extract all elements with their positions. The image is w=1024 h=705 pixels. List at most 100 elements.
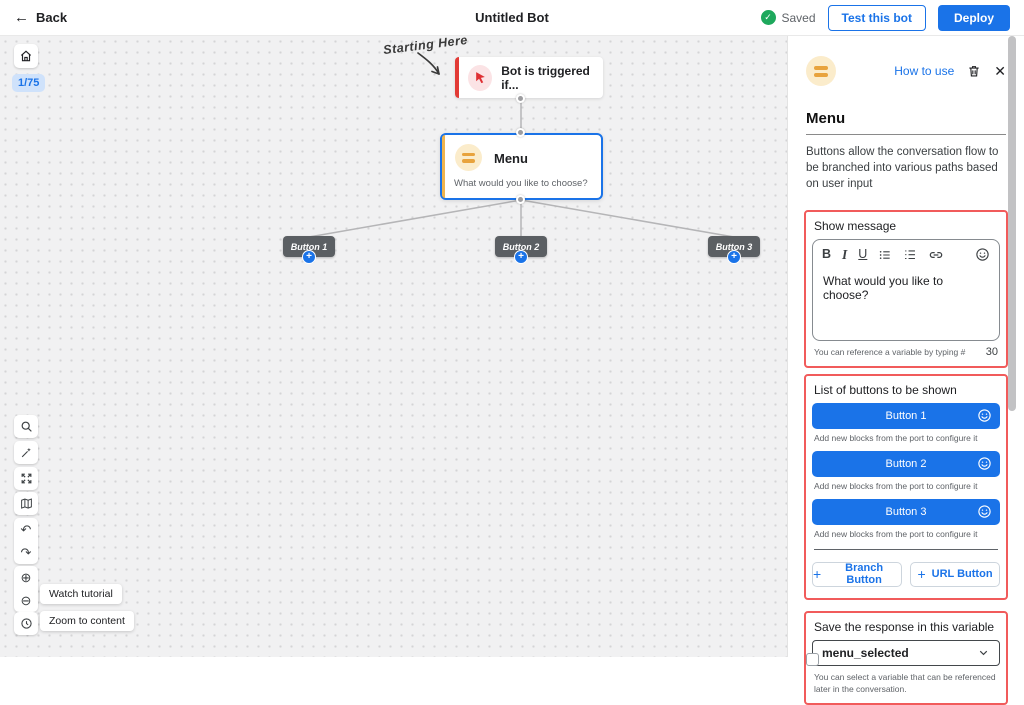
map-icon	[20, 498, 32, 509]
branch-chip-button2[interactable]: Button 2	[495, 236, 547, 257]
underline-button[interactable]: U	[858, 247, 868, 262]
redo-button[interactable]: ↷	[20, 544, 32, 560]
next-option-checkbox[interactable]	[806, 653, 819, 666]
back-label: Back	[36, 10, 68, 25]
zoom-out-button[interactable]: ⊖	[20, 592, 32, 608]
menu-node-title: Menu	[494, 151, 528, 166]
show-message-label: Show message	[814, 218, 897, 233]
title-divider	[806, 134, 1006, 135]
delete-block-button[interactable]	[967, 64, 981, 78]
back-arrow-icon: ←	[14, 9, 29, 26]
menu-node-accent	[442, 135, 445, 198]
button1-config[interactable]: Button 1	[812, 402, 1000, 429]
undo-redo-group: ↶ ↷	[14, 518, 38, 564]
buttons-list-section: List of buttons to be shown Button 1 Add…	[804, 373, 1008, 600]
zoom-in-button[interactable]: ⊕	[20, 569, 32, 585]
trigger-output-port[interactable]	[516, 94, 525, 103]
menu-node[interactable]: Menu What would you like to choose?	[440, 133, 603, 200]
save-variable-section: Save the response in this variable menu_…	[804, 610, 1008, 705]
home-icon	[20, 50, 32, 62]
smiley-icon	[976, 248, 989, 261]
how-to-use-link[interactable]: How to use	[894, 64, 955, 78]
branch-chip-button3[interactable]: Button 3	[708, 236, 760, 257]
numbered-list-icon	[905, 249, 916, 259]
magic-wand-icon	[21, 447, 31, 458]
panel-title: Menu	[806, 110, 846, 127]
button3-config[interactable]: Button 3	[812, 498, 1000, 525]
menu-node-message: What would you like to choose?	[454, 178, 588, 189]
add-url-button[interactable]: + URL Button	[910, 561, 1000, 587]
variable-select-value: menu_selected	[822, 645, 909, 660]
branch-button-label: Branch Button	[845, 562, 884, 587]
config-panel: How to use ✕ Menu Buttons allow the conv…	[787, 36, 1024, 705]
chevron-down-icon	[977, 646, 990, 659]
add-block-button3[interactable]: +	[727, 250, 741, 264]
plus-icon: +	[813, 566, 822, 583]
home-button[interactable]	[14, 44, 38, 68]
trigger-node[interactable]: Bot is triggered if...	[455, 57, 603, 98]
button3-label: Button 3	[885, 505, 927, 518]
fit-view-tool[interactable]	[14, 467, 38, 490]
save-variable-label: Save the response in this variable	[814, 619, 995, 634]
expand-icon	[21, 473, 31, 484]
variable-select[interactable]: menu_selected	[812, 639, 1000, 666]
trigger-label: Bot is triggered if...	[501, 63, 590, 92]
search-icon	[21, 421, 32, 432]
menu-output-port[interactable]	[516, 195, 525, 204]
minimap-tool[interactable]	[14, 492, 38, 515]
plus-icon: +	[917, 566, 926, 583]
italic-button[interactable]: I	[842, 246, 848, 262]
button1-emoji-button[interactable]	[977, 408, 992, 423]
emoji-picker-button[interactable]	[975, 247, 990, 262]
history-tool[interactable]	[14, 612, 38, 635]
link-button[interactable]	[928, 247, 944, 263]
magic-wand-tool[interactable]	[14, 441, 38, 464]
panel-menu-icon	[806, 56, 836, 86]
add-branch-button[interactable]: + Branch Button	[812, 561, 902, 587]
panel-scrollbar[interactable]	[1008, 36, 1016, 411]
button2-emoji-button[interactable]	[977, 456, 992, 471]
button3-emoji-button[interactable]	[977, 504, 992, 519]
char-count: 30	[985, 345, 998, 358]
add-block-button2[interactable]: +	[514, 250, 528, 264]
message-text-input[interactable]: What would you like to choose?	[823, 273, 944, 302]
button2-label: Button 2	[885, 457, 927, 470]
saved-check-icon: ✓	[760, 10, 776, 25]
saved-label: Saved	[781, 10, 816, 25]
show-message-section: Show message B I U What would you l	[804, 209, 1008, 368]
menu-input-port[interactable]	[516, 128, 525, 137]
menu-node-icon	[455, 144, 482, 171]
zoom-level-badge: 1/75	[12, 74, 46, 92]
watch-tutorial-tooltip: Watch tutorial	[40, 584, 122, 604]
save-variable-hint: You can select a variable that can be re…	[814, 671, 996, 694]
smiley-icon	[978, 504, 991, 518]
search-tool[interactable]	[14, 415, 38, 438]
buttons-divider	[814, 548, 998, 550]
variable-hint: You can reference a variable by typing #	[814, 346, 966, 357]
save-status: ✓ Saved	[760, 10, 816, 25]
button3-caption: Add new blocks from the port to configur…	[814, 528, 978, 539]
button1-label: Button 1	[885, 409, 927, 422]
numbered-list-button[interactable]	[903, 248, 917, 262]
add-block-button1[interactable]: +	[302, 250, 316, 264]
bold-button[interactable]: B	[822, 247, 832, 262]
back-button[interactable]: ← Back	[14, 9, 67, 26]
trash-icon	[969, 66, 979, 77]
button2-config[interactable]: Button 2	[812, 450, 1000, 477]
test-bot-button[interactable]: Test this bot	[827, 4, 926, 31]
branch-chip-button1[interactable]: Button 1	[283, 236, 335, 257]
smiley-icon	[978, 408, 991, 422]
panel-description: Buttons allow the conversation flow to b…	[806, 146, 999, 190]
bullet-list-button[interactable]	[878, 248, 892, 262]
zoom-group: ⊕ ⊖	[14, 566, 38, 612]
zoom-to-content-tooltip: Zoom to content	[40, 611, 134, 631]
undo-button[interactable]: ↶	[20, 521, 32, 537]
deploy-button[interactable]: Deploy	[937, 4, 1010, 31]
trigger-cursor-icon	[468, 64, 493, 91]
link-icon	[930, 251, 943, 258]
flow-canvas[interactable]: 1/75 Starting Here Bot is triggered if..…	[0, 33, 787, 657]
button2-caption: Add new blocks from the port to configur…	[814, 480, 978, 491]
url-button-label: URL Button	[931, 568, 993, 581]
annotation-arrow	[417, 52, 440, 75]
close-panel-button[interactable]: ✕	[994, 62, 1006, 79]
